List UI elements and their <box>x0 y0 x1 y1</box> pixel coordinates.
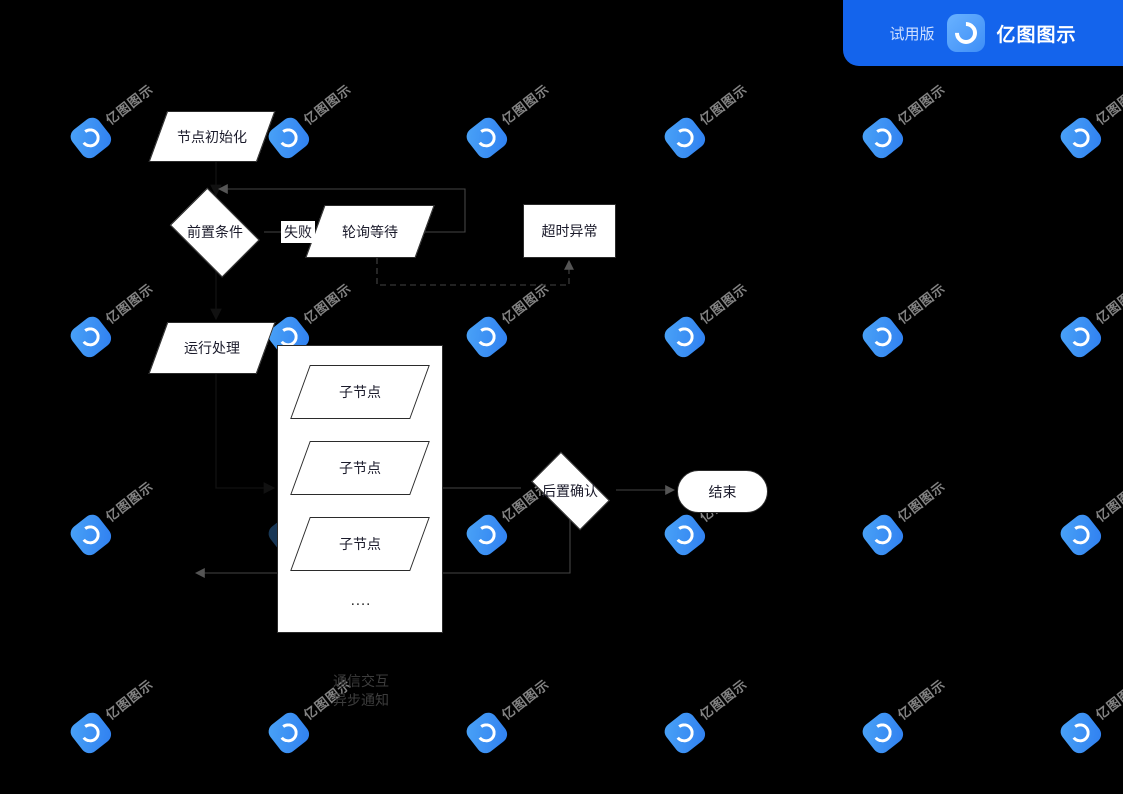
node-label: 子节点 <box>339 461 381 477</box>
node-label: 超时异常 <box>541 224 598 240</box>
node-label: 子节点 <box>339 385 381 401</box>
annotation-note-1: 通信交互异步通知 <box>333 673 389 711</box>
annotation-line-2: 异步通知 <box>333 693 389 709</box>
trial-label: 试用版 <box>889 24 935 43</box>
node-run[interactable]: 运行处理 <box>148 322 276 374</box>
product-name: 亿图图示 <box>996 23 1077 46</box>
node-child1[interactable]: 子节点 <box>290 365 430 419</box>
node-shape-rounded <box>677 470 768 513</box>
annotation-line-1: 通信交互 <box>333 674 389 690</box>
node-label: 结束 <box>708 484 737 501</box>
node-precond[interactable]: 前置条件 <box>166 187 264 277</box>
node-shape-rectangle <box>523 204 616 258</box>
node-label: 运行处理 <box>184 341 240 357</box>
node-timeout[interactable]: 超时异常 <box>523 204 616 258</box>
node-init[interactable]: 节点初始化 <box>148 111 276 162</box>
node-child3[interactable]: 子节点 <box>290 517 430 571</box>
node-label: 节点初始化 <box>177 129 247 146</box>
node-child2[interactable]: 子节点 <box>290 441 430 495</box>
node-postconf[interactable]: 后置确认 <box>524 451 616 531</box>
node-label: 子节点 <box>339 537 381 553</box>
edraw-logo-icon <box>946 14 985 52</box>
brand-bar: 试用版 亿图图示 <box>843 0 1123 66</box>
node-label: 后置确认 <box>542 484 598 500</box>
node-end[interactable]: 结束 <box>677 470 768 513</box>
node-label: 前置条件 <box>187 225 243 241</box>
edge-label-fail: 失败 <box>281 221 315 243</box>
node-label: 轮询等待 <box>342 224 398 241</box>
node-poll[interactable]: 轮询等待 <box>305 205 435 258</box>
subnode-more-label: .... <box>350 594 372 609</box>
